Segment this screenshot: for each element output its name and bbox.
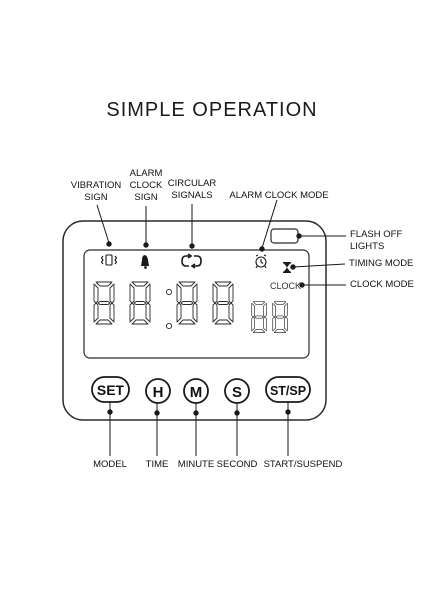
- flash-light-window: [270, 228, 299, 244]
- svg-text:SET: SET: [97, 382, 125, 398]
- svg-text:ST/SP: ST/SP: [270, 384, 306, 398]
- time-label: TIME: [145, 459, 169, 470]
- loop-icon: [181, 253, 202, 269]
- svg-text:M: M: [190, 384, 203, 401]
- s-button[interactable]: S: [224, 378, 250, 404]
- vibration-icon: [100, 254, 118, 266]
- svg-text:S: S: [232, 384, 242, 401]
- set-button[interactable]: SET: [91, 376, 130, 403]
- svg-text:H: H: [153, 384, 164, 401]
- model-label: MODEL: [93, 459, 127, 470]
- page-title: SIMPLE OPERATION: [106, 99, 318, 121]
- second-label: SECOND: [216, 459, 258, 470]
- timing-mode-label: TIMING MODE: [349, 258, 414, 269]
- colon-separator: [165, 288, 173, 330]
- start-suspend-button[interactable]: ST/SP: [265, 376, 311, 403]
- clock-mode-indicator: CLOCK: [270, 281, 301, 291]
- minute-label: MINUTE: [177, 459, 215, 470]
- start-suspend-label: START/SUSPEND: [263, 459, 343, 470]
- m-button[interactable]: M: [183, 378, 209, 404]
- hourglass-icon: [283, 262, 291, 273]
- bell-icon: [141, 254, 149, 269]
- alarm-clock-mode-label: ALARM CLOCK MODE: [229, 190, 329, 201]
- alarm-clock-icon: [255, 254, 267, 269]
- clock-mode-label: CLOCK MODE: [350, 279, 414, 290]
- h-button[interactable]: H: [145, 378, 171, 404]
